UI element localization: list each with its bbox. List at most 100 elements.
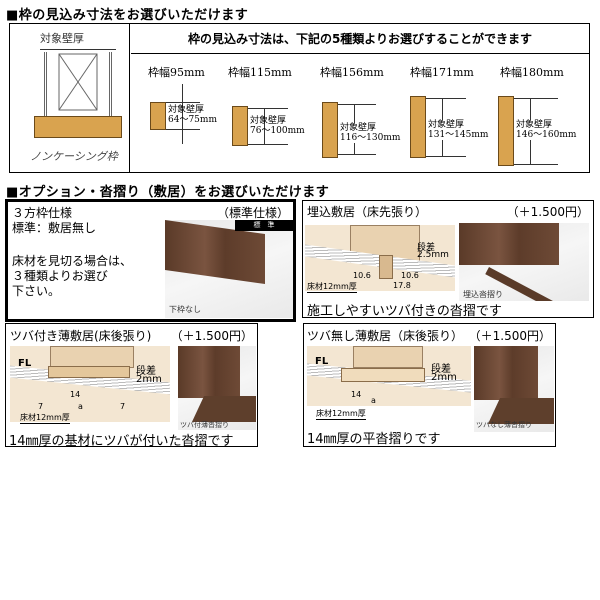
fl-label: FL: [18, 358, 32, 369]
sill-illustration: [48, 366, 130, 378]
frame-115-label: 枠幅115mm: [228, 66, 292, 79]
wall-thickness-label: 対象壁厚: [40, 32, 84, 45]
frame-95-block: [150, 102, 166, 130]
standard-badge: 標 準: [235, 220, 293, 231]
option-embedded-photo: 埋込沓摺り: [459, 223, 589, 301]
frame-171-label: 枠幅171mm: [410, 66, 474, 79]
door-illustration: [50, 346, 134, 368]
sill-illustration: [341, 368, 425, 382]
fl-label: FL: [315, 356, 329, 367]
option-standard-note-2: ３種類よりお選び: [12, 269, 108, 283]
option-flat-thin-sill-card[interactable]: ツバ無し薄敷居（床後張り） （＋1.500円） FL 段差 2mm 14 a 床…: [303, 323, 556, 447]
dim-flange-right: 7: [120, 402, 126, 411]
option-flat-title: ツバ無し薄敷居（床後張り）: [307, 329, 464, 343]
dimension-line: [514, 98, 558, 99]
frame-95-wall-range: 64〜75mm: [168, 115, 217, 125]
floor-thickness-label: 床材12mm厚: [307, 282, 357, 293]
option-flanged-thin-sill-card[interactable]: ツバ付き薄敷居(床後張り) （＋1.500円） FL 段差 2mm 14 7 a…: [5, 323, 258, 449]
step-value: 2mm: [136, 374, 162, 385]
section1-heading: ■枠の見込み寸法をお選びいただけます: [6, 8, 249, 23]
dim-flange-left: 7: [38, 402, 44, 411]
dim-right: 10.6: [401, 271, 419, 280]
option-flanged-caption: 14㎜厚の基材にツバが付いた沓摺です: [9, 434, 234, 449]
step-label: 段差: [136, 366, 156, 377]
dimension-line: [338, 104, 376, 105]
frame-171-wall-range: 131〜145mm: [428, 130, 489, 140]
frame-95-wall-label: 対象壁厚: [168, 105, 205, 115]
non-casing-label: ノンケーシング枠: [30, 150, 118, 163]
frame-156-wall-range: 116〜130mm: [340, 133, 401, 143]
door-frame-image: [178, 346, 240, 398]
frame-95-label: 枠幅95mm: [148, 66, 205, 79]
dimension-line: [40, 49, 116, 50]
step-label: 段差: [431, 364, 451, 375]
option-embedded-caption: 施工しやすいツバ付きの沓摺です: [307, 304, 502, 319]
dimension-line: [248, 144, 288, 145]
option-embedded-price: （＋1.500円）: [506, 205, 589, 219]
sill-image: [191, 396, 256, 422]
frame-size-header: 枠の見込み寸法は、下記の5種類よりお選びすることができます: [131, 24, 589, 54]
door-frame-image: [459, 223, 559, 265]
step-value: 2mm: [431, 372, 457, 383]
dim-a: a: [78, 402, 83, 411]
option-flanged-photo: ツバ付薄沓摺り: [178, 346, 256, 430]
frame-180-wall-range: 146〜160mm: [516, 130, 577, 140]
option-standard-tag: （標準仕様）: [216, 206, 289, 220]
non-casing-diagram: 対象壁厚 ノンケーシング枠: [10, 24, 130, 172]
floor-thickness-label: 床材12mm厚: [316, 409, 366, 420]
dimension-line: [182, 84, 183, 144]
dim-total: 17.8: [393, 281, 411, 290]
cross-brace-icon: [58, 53, 98, 111]
option-embedded-title: 埋込敷居（床先張り）: [307, 205, 428, 219]
section2-heading: ■オプション・沓摺り（敷居）をお選びいただけます: [6, 185, 330, 200]
frame-156-wall-label: 対象壁厚: [340, 123, 377, 133]
frame-180-wall-label: 対象壁厚: [516, 120, 553, 130]
frame-180-label: 枠幅180mm: [500, 66, 564, 79]
frame-wood-block: [34, 116, 122, 138]
dimension-line: [338, 154, 376, 155]
dimension-line: [166, 102, 200, 103]
frame-171-block: [410, 96, 426, 158]
dim-thickness: 14: [351, 390, 362, 399]
dimension-line: [166, 129, 200, 130]
sill-illustration: [379, 255, 393, 279]
option-flat-price: （＋1.500円）: [468, 329, 551, 343]
frame-115-block: [232, 106, 248, 146]
frame-171-wall-label: 対象壁厚: [428, 120, 465, 130]
frame-115-wall-range: 76〜100mm: [250, 126, 305, 136]
door-illustration: [353, 346, 423, 368]
photo-caption: ツバなし薄沓摺り: [476, 421, 532, 429]
option-flat-photo: ツバなし薄沓摺り: [474, 346, 554, 432]
dimension-line: [514, 164, 558, 165]
flanged-diagram: FL 段差 2mm 14 7 a 7 床材12mm厚: [10, 346, 170, 424]
flat-diagram: FL 段差 2mm 14 a: [307, 346, 471, 406]
option-flanged-price: （＋1.500円）: [170, 329, 253, 343]
step-value: 2.5mm: [417, 250, 449, 260]
photo-caption: ツバ付薄沓摺り: [180, 421, 229, 429]
option-standard-photo: 下枠なし: [165, 220, 293, 318]
dimension-line: [426, 156, 466, 157]
option-embedded-sill-card[interactable]: 埋込敷居（床先張り） （＋1.500円） 段差 2.5mm 10.6 10.6 …: [302, 200, 594, 319]
dimension-line: [248, 108, 288, 109]
option-standard-note-3: 下さい。: [12, 284, 61, 298]
option-standard-title: ３方枠仕様: [12, 206, 73, 220]
option-standard-card[interactable]: ３方枠仕様 （標準仕様） 標準：敷居無し 床材を見切る場合は、 ３種類よりお選び…: [5, 199, 296, 322]
option-flat-caption: 14㎜厚の平沓摺りです: [307, 432, 441, 447]
dimension-line: [264, 108, 265, 144]
frame-115-wall-label: 対象壁厚: [250, 116, 287, 126]
frame-156-block: [322, 102, 338, 158]
door-frame-image: [474, 346, 538, 400]
frame-size-panel: 対象壁厚 ノンケーシング枠 枠の見込み寸法は、下記の5種類よりお選びすることがで…: [9, 23, 590, 173]
floor-thickness-label: 床材12mm厚: [20, 413, 70, 424]
frame-180-block: [498, 96, 514, 166]
step-label: 段差: [417, 243, 436, 253]
embedded-diagram: 段差 2.5mm 10.6 10.6 17.8 床材12mm厚: [305, 225, 455, 293]
dim-thickness: 14: [70, 390, 81, 399]
option-standard-subtitle: 標準：敷居無し: [12, 221, 97, 235]
dim-left: 10.6: [353, 271, 371, 280]
option-standard-note-1: 床材を見切る場合は、: [12, 254, 133, 268]
photo-caption: 埋込沓摺り: [463, 290, 503, 299]
option-flanged-title: ツバ付き薄敷居(床後張り): [10, 329, 152, 343]
dimension-line: [426, 98, 466, 99]
wall-studs: [44, 52, 112, 116]
